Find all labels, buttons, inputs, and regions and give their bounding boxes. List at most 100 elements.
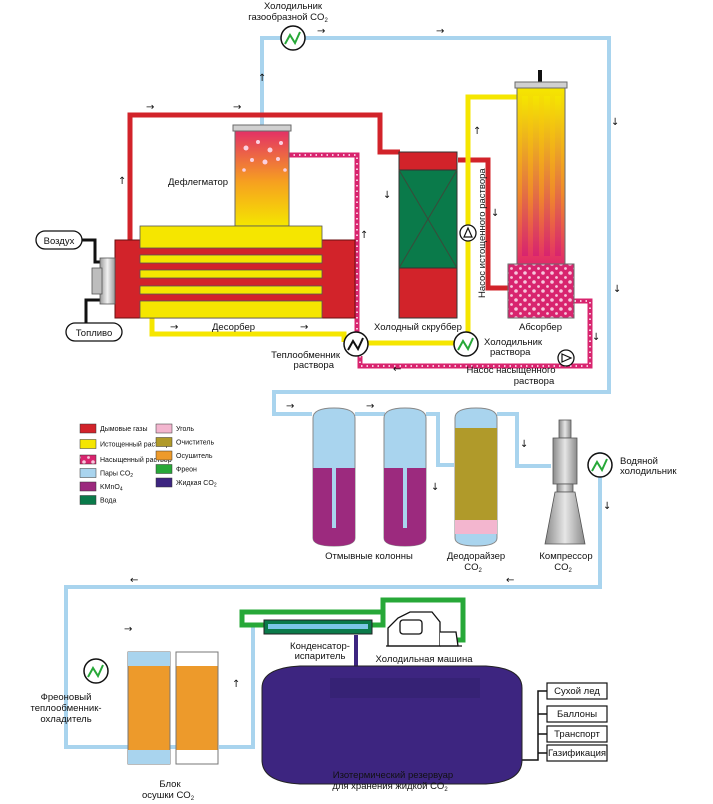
air-box xyxy=(35,230,83,250)
saturated-solution-pipes xyxy=(288,152,593,369)
freon-hx-label: охладитель xyxy=(40,714,91,725)
svg-text:→: → xyxy=(124,624,132,635)
drying-label: Блок xyxy=(159,779,181,790)
legend-item: Пары CO2 xyxy=(79,468,133,480)
tank-label: для хранения жидкой CO2 xyxy=(332,781,448,793)
legend-swatch xyxy=(79,468,97,478)
legend-item: KMnO4 xyxy=(79,481,123,493)
legend-label: Фреон xyxy=(176,467,197,474)
legend-swatch xyxy=(155,464,173,474)
legend-label: Вода xyxy=(100,498,116,505)
legend-swatch xyxy=(79,454,97,465)
svg-text:↓: ↓ xyxy=(431,482,439,493)
legend-swatch xyxy=(79,495,97,505)
legend-item: Осушитель xyxy=(155,450,213,461)
deodorizer-label: CO2 xyxy=(464,562,482,574)
svg-text:↑: ↑ xyxy=(258,73,266,84)
absorber xyxy=(507,70,575,319)
legend-label: Уголь xyxy=(176,426,194,433)
drying-label: осушки CO2 xyxy=(142,790,195,802)
output-boxes: Сухой лед Баллоны Транспорт Газификация xyxy=(546,682,608,762)
deflegmator xyxy=(232,124,292,227)
arrow-icon: → → ↑ ↑ → → ↓ ↓ ↓ ↓ ↑ ↑ → → ← ↓ → → ↓ ↓ … xyxy=(118,26,621,690)
cooler-solution-label: Холодильник xyxy=(484,337,543,348)
co2-vapor-pipes xyxy=(64,36,611,749)
heat-exchanger-icon xyxy=(587,452,613,478)
compressor-label: Компрессор xyxy=(539,551,592,562)
drying-column-2 xyxy=(175,651,219,765)
legend-swatch xyxy=(155,450,173,461)
heat-exchanger-icon xyxy=(453,331,479,357)
svg-text:↓: ↓ xyxy=(520,439,528,450)
output-label: Баллоны xyxy=(557,709,597,720)
heat-exchanger-icon xyxy=(83,658,109,684)
legend-label: Пары CO2 xyxy=(100,471,133,480)
svg-text:↓: ↓ xyxy=(491,208,499,219)
flue-gas-pipes xyxy=(127,112,508,291)
svg-text:↓: ↓ xyxy=(383,190,391,201)
legend-item: Дымовые газы xyxy=(79,423,148,434)
heat-exchanger-icon xyxy=(343,331,369,357)
legend-item: Уголь xyxy=(155,423,194,434)
refrigerator-label: Холодильная машина xyxy=(376,654,474,665)
legend-swatch xyxy=(155,423,173,434)
svg-text:←: ← xyxy=(393,364,401,375)
wash-column-1 xyxy=(312,407,356,547)
output-label: Сухой лед xyxy=(554,686,600,697)
deodorizer xyxy=(454,407,498,547)
hx-solution-label: раствора xyxy=(294,360,335,371)
legend-item: Вода xyxy=(79,495,116,505)
hx-solution-label: Теплообменник xyxy=(271,350,341,361)
svg-text:↓: ↓ xyxy=(592,332,600,343)
cold-scrubber xyxy=(398,151,458,319)
air-label: Воздух xyxy=(44,236,75,247)
legend-label: Жидкая CO2 xyxy=(176,480,217,489)
fuel-box xyxy=(65,322,123,342)
absorber-label: Абсорбер xyxy=(519,322,562,333)
cold-scrubber-label: Холодный скруббер xyxy=(374,322,462,333)
wash-column-2 xyxy=(383,407,427,547)
svg-text:↑: ↑ xyxy=(473,126,481,137)
pump-saturated-label: раствора xyxy=(514,376,555,387)
tank-output-pipes xyxy=(520,690,547,761)
isothermal-tank xyxy=(261,665,523,785)
legend-item: Истощенный раствор xyxy=(79,439,170,449)
legend-label: KMnO4 xyxy=(100,484,123,493)
svg-text:→: → xyxy=(436,26,444,37)
svg-text:→: → xyxy=(233,102,241,113)
output-label: Газификация xyxy=(548,748,606,759)
pump-depleted-label: Насос истощенного раствора xyxy=(477,168,488,298)
desorber-label: Десорбер xyxy=(212,322,255,333)
output-cylinders xyxy=(546,705,608,723)
legend-label: Истощенный раствор xyxy=(100,441,170,449)
svg-text:↓: ↓ xyxy=(613,284,621,295)
water-cooler-label: Водяной xyxy=(620,456,658,467)
cooler-gas-label: газообразной CO2 xyxy=(248,12,328,24)
svg-text:←: ← xyxy=(130,575,138,586)
pump-saturated-label: Насос насыщенного xyxy=(466,365,555,376)
depleted-solution-pipes xyxy=(149,94,517,346)
svg-text:↓: ↓ xyxy=(611,117,619,128)
svg-text:↑: ↑ xyxy=(360,230,368,241)
condenser-evaporator xyxy=(263,619,373,635)
svg-text:↑: ↑ xyxy=(232,679,240,690)
condenser-label: Конденсатор- xyxy=(290,641,350,652)
freon-hx-label: Фреоновый xyxy=(41,692,92,703)
svg-text:→: → xyxy=(286,401,294,412)
output-dry-ice xyxy=(546,682,608,700)
legend-label: Очиститель xyxy=(176,440,214,447)
pump-icon xyxy=(459,224,477,242)
svg-text:→: → xyxy=(366,401,374,412)
heat-exchanger-icon xyxy=(280,25,306,51)
legend-swatch xyxy=(79,423,97,434)
legend-swatch xyxy=(79,481,97,492)
legend-swatch xyxy=(155,437,173,447)
pump-icon xyxy=(557,349,575,367)
cooler-gas-label: Холодильник xyxy=(264,1,323,12)
svg-text:→: → xyxy=(146,102,154,113)
output-transport xyxy=(546,725,608,743)
fuel-label: Топливо xyxy=(76,328,113,339)
legend-label: Насыщенный раствор xyxy=(100,456,172,464)
